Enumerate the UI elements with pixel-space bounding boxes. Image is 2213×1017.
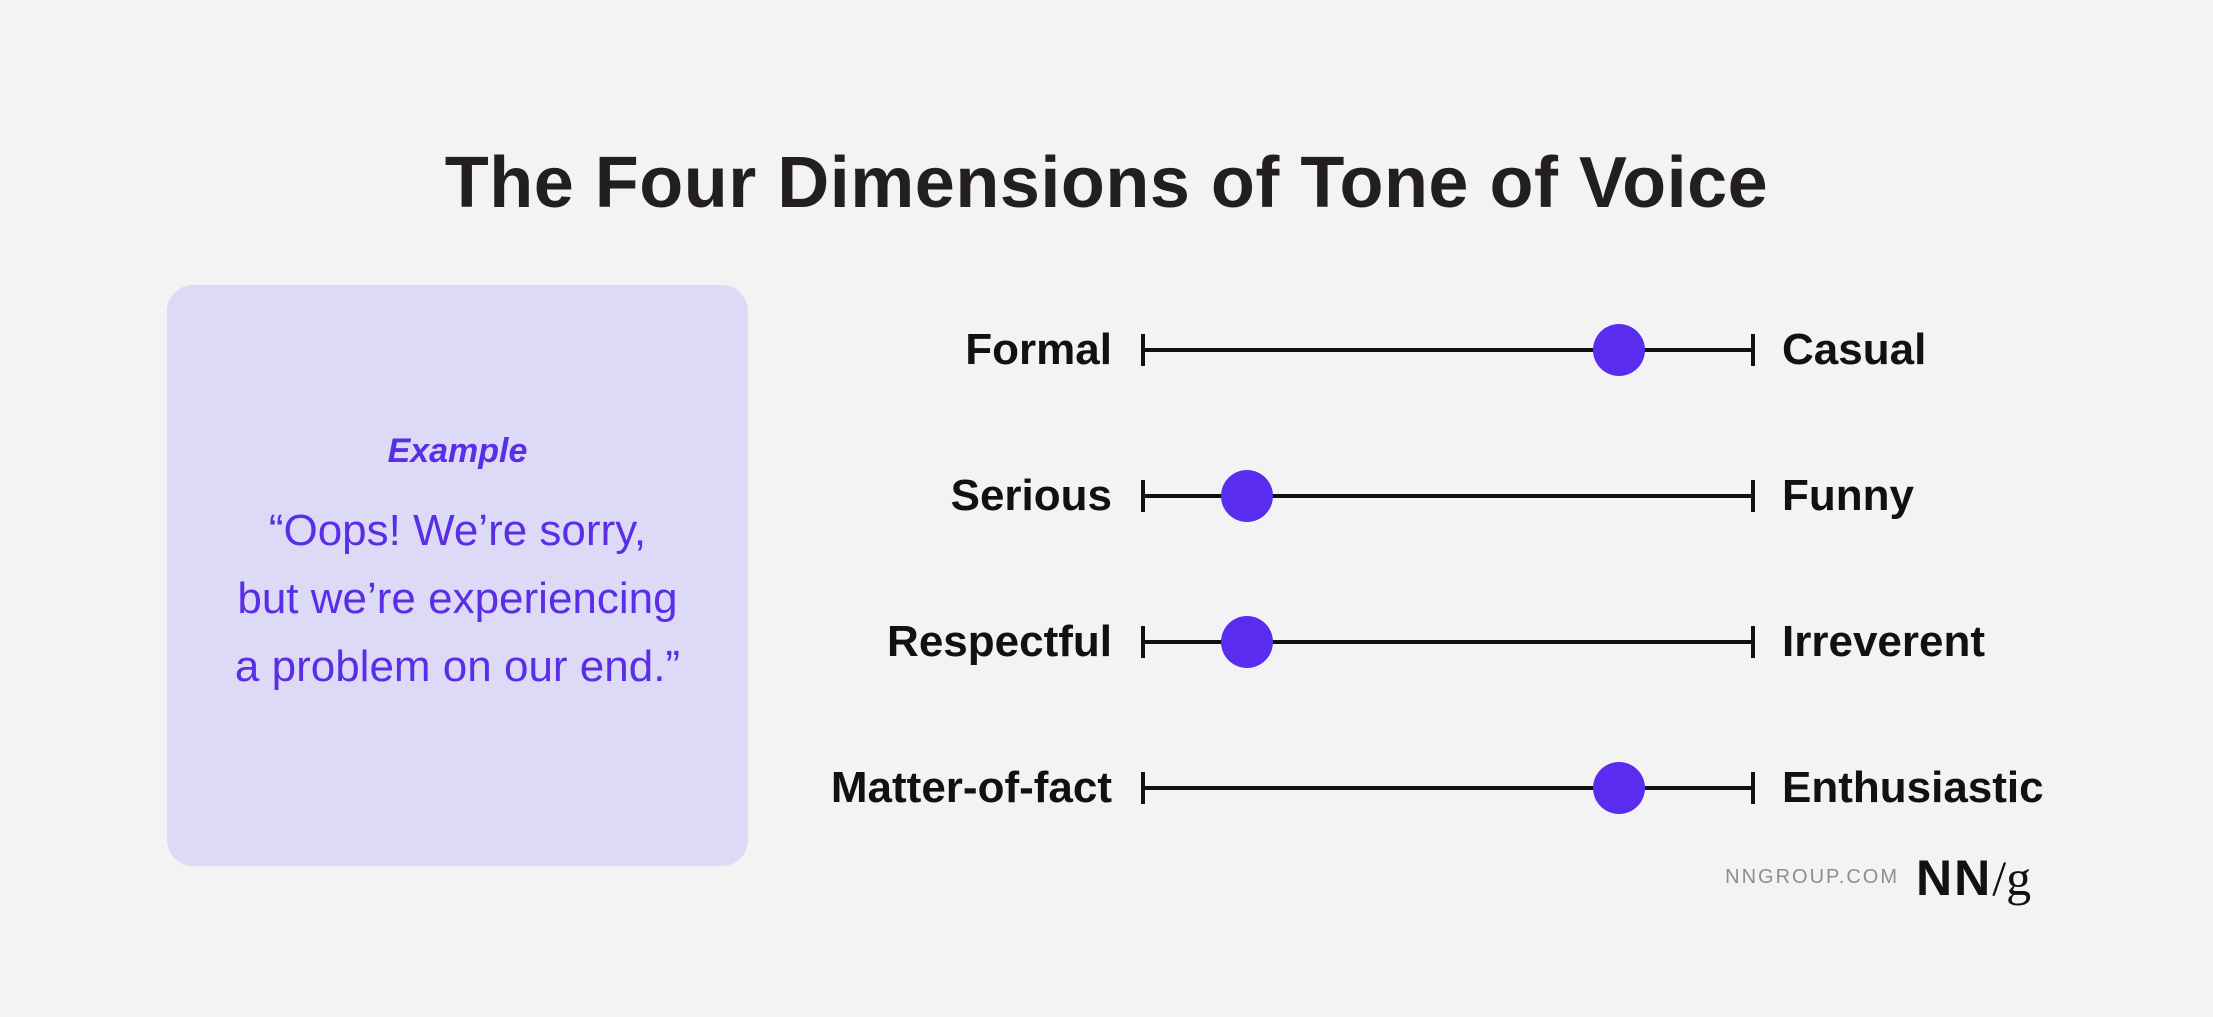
diagram-title: The Four Dimensions of Tone of Voice bbox=[444, 143, 1769, 223]
example-quote-line: a problem on our end.” bbox=[234, 641, 681, 691]
scale-start-tick bbox=[1141, 626, 1145, 658]
scale-row-respectful-irreverent: Respectful Irreverent bbox=[0, 612, 2213, 672]
scale-row-serious-funny: Serious Funny bbox=[0, 466, 2213, 526]
scale-end-tick bbox=[1751, 772, 1755, 804]
scale-position-marker bbox=[1592, 324, 1645, 376]
scale-left-label: Matter-of-fact bbox=[830, 763, 1112, 812]
scale-left-label: Respectful bbox=[887, 617, 1112, 666]
logo-text-slash-g: /g bbox=[1992, 850, 2032, 906]
scale-right-label: Funny bbox=[1782, 471, 1914, 520]
scale-right-label: Casual bbox=[1782, 325, 1927, 374]
nngroup-logo: NN/g bbox=[1916, 848, 2031, 908]
scale-position-marker bbox=[1592, 762, 1645, 814]
scale-track bbox=[1141, 348, 1753, 352]
scale-track bbox=[1141, 640, 1753, 644]
scale-right-label: Enthusiastic bbox=[1782, 763, 2044, 812]
scale-start-tick bbox=[1141, 334, 1145, 366]
footer-site-url: NNGROUP.COM bbox=[1725, 866, 1899, 888]
example-card: Example “Oops! We’re sorry, but we’re ex… bbox=[167, 285, 748, 866]
scale-end-tick bbox=[1751, 334, 1755, 366]
scale-row-matter-of-fact-enthusiastic: Matter-of-fact Enthusiastic bbox=[0, 758, 2213, 818]
scale-start-tick bbox=[1141, 480, 1145, 512]
scale-right-label: Irreverent bbox=[1782, 617, 1986, 666]
scale-end-tick bbox=[1751, 626, 1755, 658]
example-label: Example bbox=[387, 431, 528, 470]
example-quote-line: but we’re experiencing bbox=[237, 573, 678, 623]
scale-track bbox=[1141, 494, 1753, 498]
scale-start-tick bbox=[1141, 772, 1145, 804]
scale-left-label: Serious bbox=[950, 471, 1112, 520]
scale-left-label: Formal bbox=[965, 325, 1112, 374]
scale-position-marker bbox=[1220, 616, 1273, 668]
scale-position-marker bbox=[1220, 470, 1273, 522]
scale-row-formal-casual: Formal Casual bbox=[0, 320, 2213, 380]
scale-track bbox=[1141, 786, 1753, 790]
scale-end-tick bbox=[1751, 480, 1755, 512]
example-quote-line: “Oops! We’re sorry, bbox=[268, 505, 647, 555]
logo-text-bold: NN bbox=[1916, 850, 1993, 906]
